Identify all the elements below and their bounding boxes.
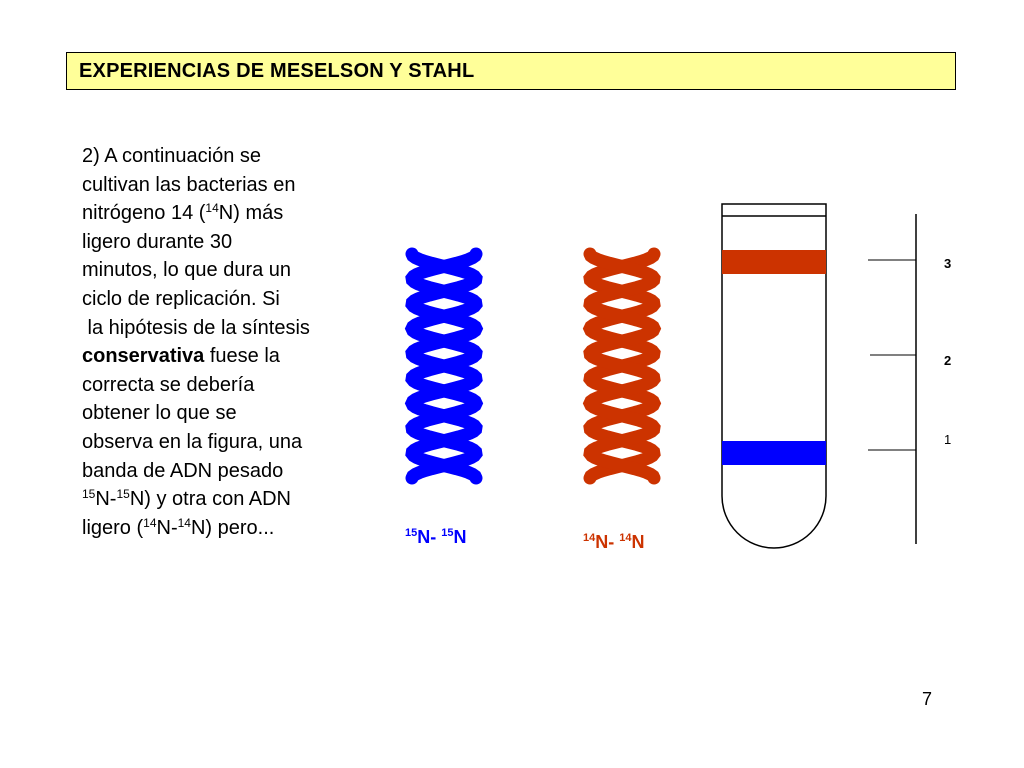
text-line-12: banda de ADN pesado	[82, 459, 284, 482]
text-line-2: cultivan las bacterias en	[82, 173, 296, 196]
text-line-14: ligero (14N-14N) pero...	[82, 515, 275, 539]
text-line-6: ciclo de replicación. Si	[82, 287, 280, 310]
text-line-7: la hipótesis de la síntesis	[82, 316, 310, 339]
light-dna-helix	[582, 247, 662, 485]
text-line-11: observa en la figura, una	[82, 430, 303, 453]
text-line-5: minutos, lo que dura un	[82, 259, 292, 282]
light-dna-band	[722, 250, 826, 274]
text-line-3: nitrógeno 14 (14N) más	[82, 201, 284, 225]
text-line-13: 15N-15N) y otra con ADN	[82, 487, 291, 511]
heavy-dna-strand-b	[404, 247, 484, 485]
scale-label-3: 3	[944, 256, 952, 271]
text-line-9: correcta se debería	[82, 373, 255, 396]
heavy-dna-label: 15N- 15N	[405, 527, 467, 547]
light-dna-strand-b	[582, 247, 662, 485]
light-dna-label: 14N- 14N	[583, 532, 645, 552]
text-line-8: conservativa fuese la	[82, 345, 280, 368]
scale-label-1: 1	[944, 432, 952, 447]
description-text: 2) A continuación se cultivan las bacter…	[82, 142, 372, 542]
title-box: EXPERIENCIAS DE MESELSON Y STAHL	[66, 52, 956, 90]
heavy-dna-helix	[404, 247, 484, 485]
text-line-1: 2) A continuación se	[82, 145, 262, 167]
slide-title: EXPERIENCIAS DE MESELSON Y STAHL	[79, 60, 475, 82]
centrifuge-tube	[721, 203, 827, 549]
text-line-10: obtener lo que se	[82, 402, 237, 425]
heavy-dna-band	[722, 441, 826, 465]
text-line-4: ligero durante 30	[82, 230, 233, 253]
page-number: 7	[922, 689, 933, 709]
density-scale	[868, 214, 917, 544]
scale-label-2: 2	[944, 353, 952, 368]
